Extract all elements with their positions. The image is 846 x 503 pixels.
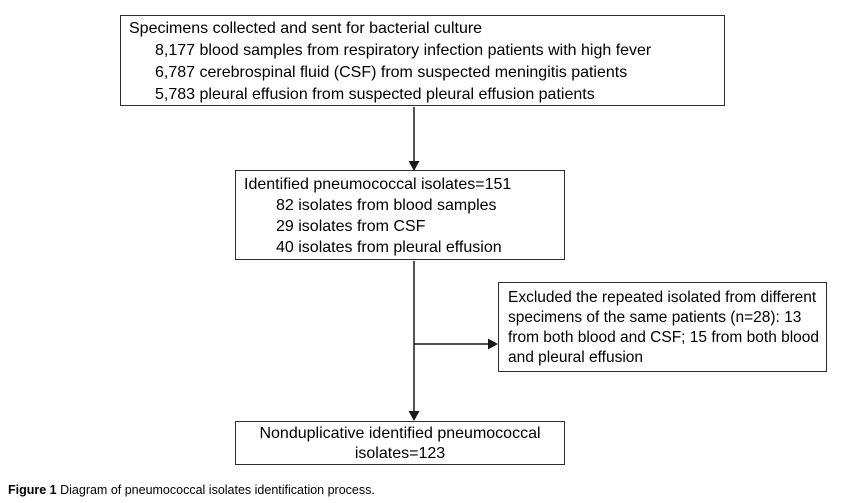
- excluded-box: Excluded the repeated isolated from diff…: [498, 282, 827, 372]
- identified-isolates-box: Identified pneumococcal isolates=151 82 …: [235, 170, 565, 260]
- identified-box-item: 29 isolates from CSF: [276, 218, 426, 235]
- specimens-box-item: 5,783 pleural effusion from suspected pl…: [155, 86, 595, 103]
- nonduplicative-box-line: Nonduplicative identified pneumococcal: [259, 425, 541, 442]
- specimens-box-item: 6,787 cerebrospinal fluid (CSF) from sus…: [155, 64, 628, 81]
- arrow-down-head-icon: [408, 411, 420, 421]
- figure-caption-text: Diagram of pneumococcal isolates identif…: [60, 483, 375, 497]
- specimens-box: Specimens collected and sent for bacteri…: [120, 15, 725, 106]
- excluded-box-line: Excluded the repeated isolated from diff…: [508, 289, 817, 306]
- nonduplicative-box: Nonduplicative identified pneumococcal i…: [235, 421, 565, 465]
- nonduplicative-box-line: isolates=123: [354, 445, 446, 462]
- identified-box-title: Identified pneumococcal isolates=151: [244, 176, 512, 193]
- specimens-box-title: Specimens collected and sent for bacteri…: [129, 20, 483, 37]
- identified-box-item: 40 isolates from pleural effusion: [276, 239, 502, 256]
- excluded-box-line: specimens of the same patients (n=28): 1…: [508, 309, 802, 326]
- figure-caption-label: Figure 1: [8, 483, 57, 497]
- specimens-box-item: 8,177 blood samples from respiratory inf…: [155, 42, 652, 59]
- excluded-box-line: and pleural effusion: [508, 349, 644, 366]
- arrow-right-head-icon: [488, 338, 498, 350]
- identified-box-item: 82 isolates from blood samples: [276, 197, 497, 214]
- excluded-box-line: from both blood and CSF; 15 from both bl…: [508, 329, 820, 346]
- figure-caption: Figure 1 Diagram of pneumococcal isolate…: [8, 482, 375, 498]
